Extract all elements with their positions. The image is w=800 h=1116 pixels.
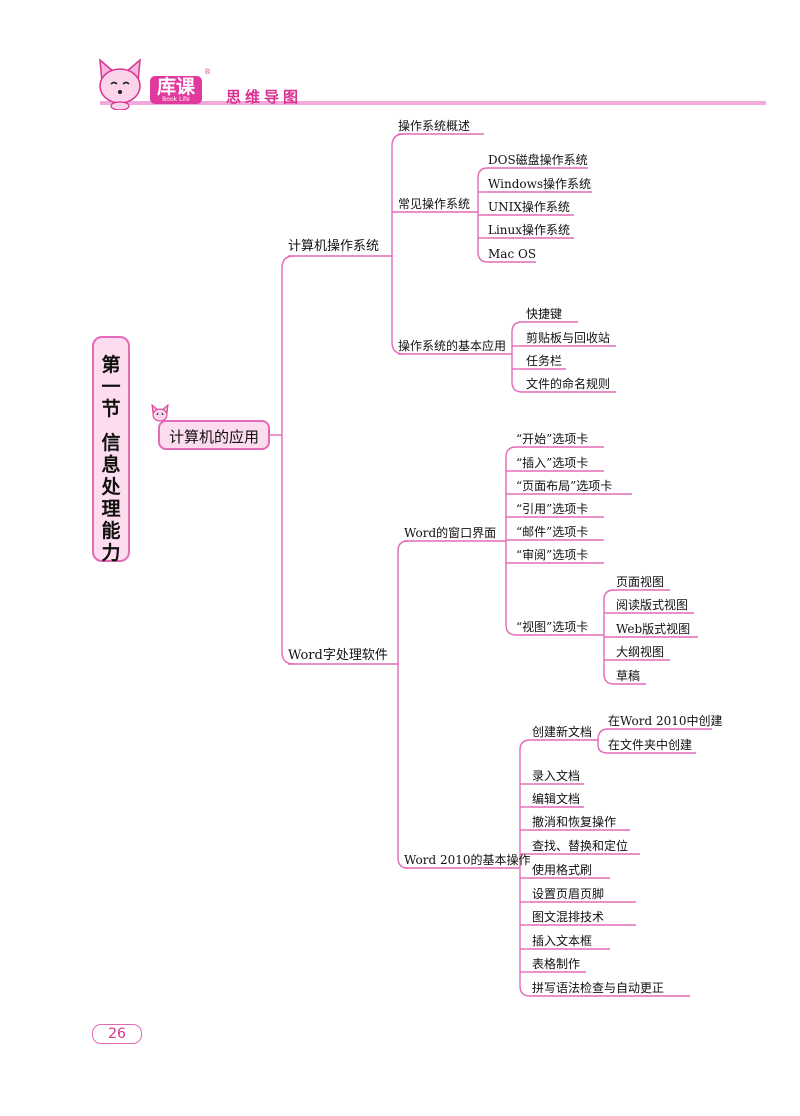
mindmap-node-leaf: 大纲视图 [616, 645, 665, 659]
mindmap-node-level2: Word的窗口界面 [404, 526, 497, 540]
section-label-char: 力 [101, 542, 121, 564]
mindmap-node-leaf: 文件的命名规则 [526, 377, 611, 391]
section-label-char: 信 [101, 432, 121, 454]
mindmap-node-leaf: 创建新文档 [532, 725, 593, 739]
mindmap-node-leaf: Windows操作系统 [488, 177, 592, 191]
mindmap-node-leaf: 在文件夹中创建 [608, 738, 693, 752]
mindmap-node-leaf: 插入文本框 [532, 934, 593, 948]
mindmap-node-leaf: 页面视图 [616, 575, 665, 589]
mindmap-node-level2: 常见操作系统 [398, 197, 471, 211]
brand-logo-text: 库课 [156, 76, 195, 98]
section-label-char: 能 [101, 520, 121, 542]
mindmap-node-level2: Word 2010的基本操作 [404, 853, 531, 867]
brand-logo-subtext: Book Life [162, 96, 190, 103]
mindmap-node-leaf: “页面布局”选项卡 [516, 479, 613, 493]
mindmap-node-leaf: Mac OS [488, 247, 537, 261]
mindmap-node-leaf: “视图”选项卡 [516, 620, 589, 634]
page-header-title: 思维导图 [226, 88, 303, 106]
section-label-char: 第 [101, 354, 121, 376]
mindmap-node-leaf: 撤消和恢复操作 [532, 815, 617, 829]
mindmap-node-leaf: 剪贴板与回收站 [526, 331, 611, 345]
mindmap-node-leaf: “审阅”选项卡 [516, 548, 589, 562]
mindmap-root-box [158, 420, 270, 450]
mindmap-node-level1: 计算机操作系统 [288, 239, 380, 254]
brand-logo [150, 76, 202, 104]
page-number-box [92, 1024, 142, 1044]
mindmap-node-leaf: 草稿 [616, 669, 641, 683]
mindmap-node-leaf: 使用格式刷 [532, 863, 593, 877]
section-label-char: 理 [101, 498, 121, 520]
small-fox-icon [151, 404, 169, 422]
mindmap-node-level1: Word字处理软件 [288, 648, 388, 663]
mindmap-node-leaf: “开始”选项卡 [516, 432, 589, 446]
mindmap-root-label: 计算机的应用 [168, 428, 259, 446]
mindmap-node-level2: 操作系统的基本应用 [398, 339, 507, 353]
mindmap-node-leaf: 查找、替换和定位 [532, 839, 629, 853]
fox-mascot-icon [99, 58, 141, 110]
section-label-char: 一 [101, 376, 121, 398]
mindmap-node-leaf: Web版式视图 [616, 622, 691, 636]
mindmap-node-leaf: 编辑文档 [532, 792, 581, 806]
section-label-char: 节 [101, 398, 121, 420]
registered-mark: ® [204, 68, 211, 76]
mindmap-node-leaf: “邮件”选项卡 [516, 525, 589, 539]
mindmap-node-leaf: 在Word 2010中创建 [608, 714, 723, 728]
mindmap-node-leaf: 任务栏 [526, 354, 563, 368]
mindmap-node-leaf: 快捷键 [526, 307, 563, 321]
mindmap-node-leaf: UNIX操作系统 [488, 200, 570, 214]
section-label-char: 息 [101, 454, 121, 476]
mindmap-node-leaf: “插入”选项卡 [516, 456, 589, 470]
mindmap-node-leaf: “引用”选项卡 [516, 502, 589, 516]
header-divider [100, 101, 766, 105]
mindmap-node-leaf: 拼写语法检查与自动更正 [532, 981, 665, 995]
section-label-char: 处 [101, 476, 121, 498]
mindmap-node-level2: 操作系统概述 [398, 119, 471, 133]
mindmap-node-leaf: 阅读版式视图 [616, 598, 689, 612]
mindmap-node-leaf: Linux操作系统 [488, 223, 571, 237]
page-number: 26 [108, 1026, 126, 1042]
mindmap-node-leaf: DOS磁盘操作系统 [488, 153, 588, 167]
section-label-box [92, 336, 130, 562]
mindmap-node-leaf: 录入文档 [532, 769, 581, 783]
mindmap-node-leaf: 表格制作 [532, 957, 581, 971]
mindmap-node-leaf: 图文混排技术 [532, 910, 605, 924]
mindmap-node-leaf: 设置页眉页脚 [532, 887, 605, 901]
